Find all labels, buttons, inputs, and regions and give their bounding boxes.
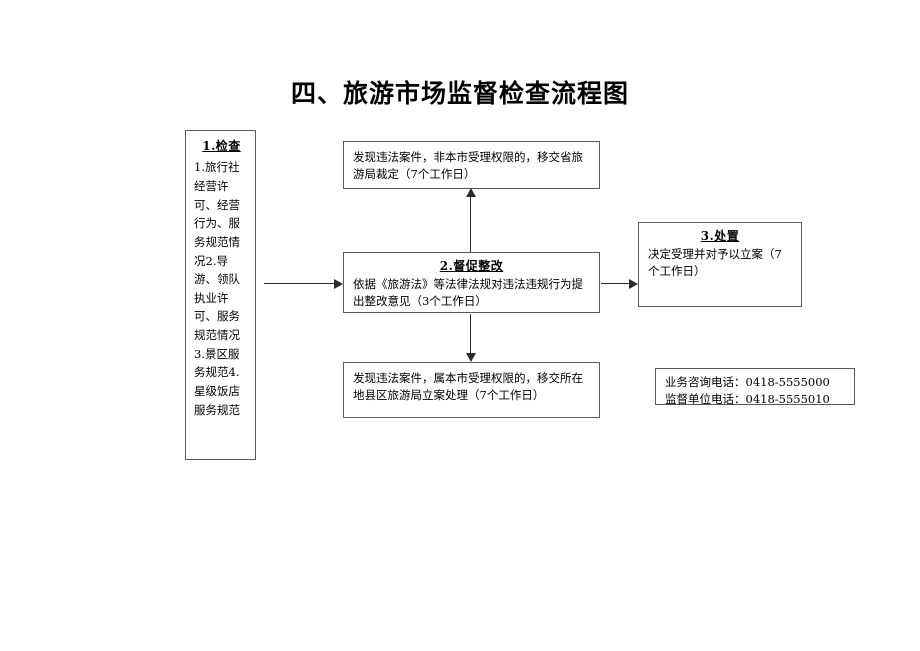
flow-node-rectification-heading: 2.督促整改 (439, 259, 504, 273)
arrow-line (264, 283, 334, 284)
contact-info-box: 业务咨询电话：0418-5555000 监督单位电话：0418-5555010 (655, 368, 855, 407)
flow-node-disposal: 3.处置 决定受理并对予以立案（7个工作日） (638, 222, 802, 307)
flow-node-disposal-heading: 3.处置 (700, 229, 740, 243)
arrow-line (470, 314, 471, 354)
arrow-head-icon (466, 188, 476, 197)
flow-node-rectification: 2.督促整改 依据《旅游法》等法律法规对违法违规行为提出整改意见（3个工作日） (343, 252, 600, 313)
contact-consultation-phone: 业务咨询电话：0418-5555000 (665, 375, 830, 389)
flow-node-rectification-body: 依据《旅游法》等法律法规对违法违规行为提出整改意见（3个工作日） (353, 277, 583, 309)
flow-node-disposal-body: 决定受理并对予以立案（7个工作日） (648, 247, 782, 279)
arrow-head-icon (334, 279, 343, 289)
flow-node-local-transfer: 发现违法案件，属本市受理权限的，移交所在地县区旅游局立案处理（7个工作日） (343, 362, 600, 418)
page-title: 四、旅游市场监督检查流程图 (290, 79, 629, 108)
arrow-head-icon (466, 353, 476, 362)
contact-supervision-phone: 监督单位电话：0418-5555010 (665, 392, 830, 407)
flow-node-inspection-heading: 1.检查 (202, 139, 241, 153)
flow-node-inspection-body: 1.旅行社经营许可、经营行为、服务规范情况2.导游、领队执业许可、服务规范情况3… (194, 160, 240, 417)
flow-node-provincial-transfer: 发现违法案件，非本市受理权限的，移交省旅游局裁定（7个工作日） (343, 141, 600, 189)
flow-node-inspection: 1.检查 1.旅行社经营许可、经营行为、服务规范情况2.导游、领队执业许可、服务… (185, 130, 256, 460)
arrow-head-icon (629, 279, 638, 289)
arrow-line (601, 283, 629, 284)
flow-node-local-transfer-body: 发现违法案件，属本市受理权限的，移交所在地县区旅游局立案处理（7个工作日） (353, 371, 583, 402)
flow-node-provincial-transfer-body: 发现违法案件，非本市受理权限的，移交省旅游局裁定（7个工作日） (353, 150, 583, 181)
arrow-line (470, 196, 471, 252)
